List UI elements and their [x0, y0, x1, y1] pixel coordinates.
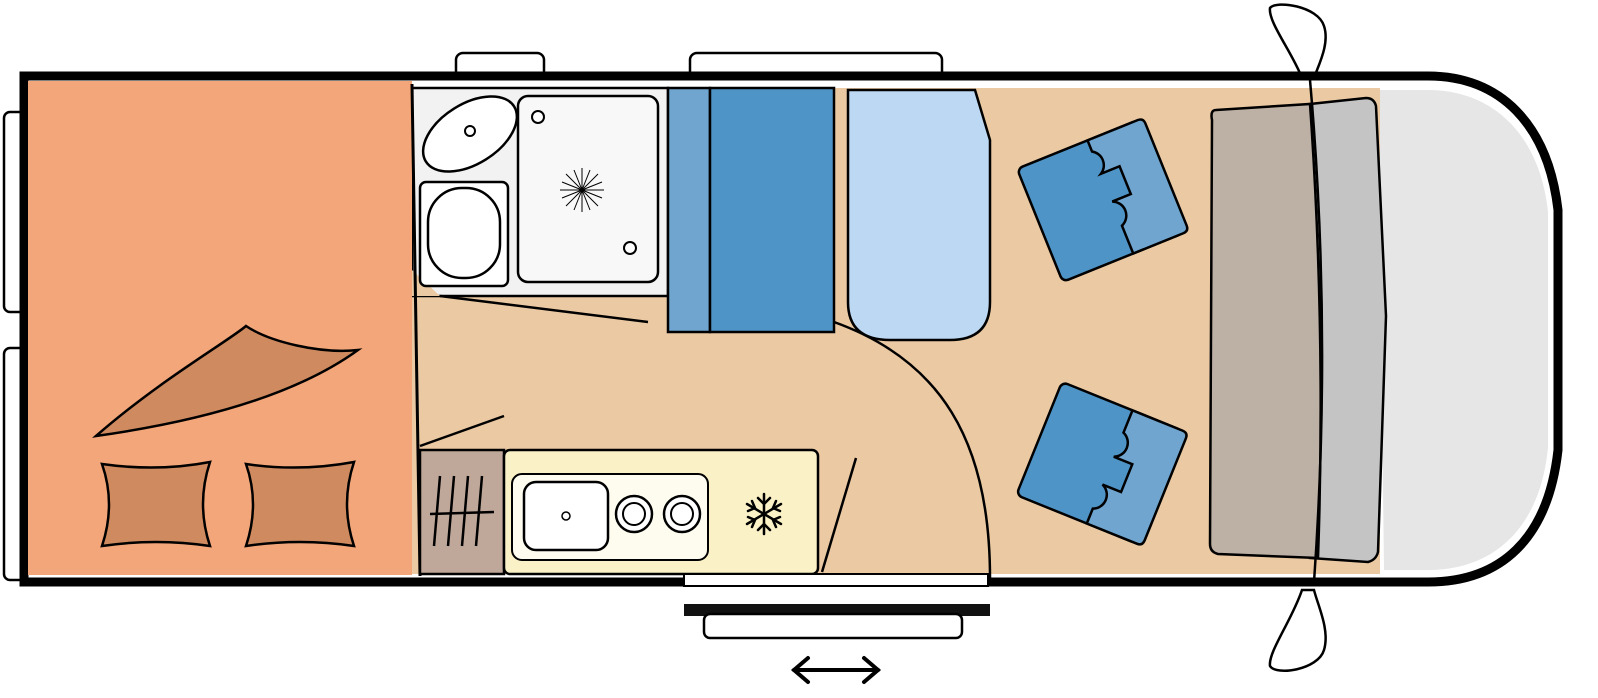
- cab-nose: [1378, 90, 1548, 570]
- kitchen: [418, 414, 858, 576]
- door-opening: [683, 573, 989, 587]
- cab-seats: [1016, 118, 1189, 546]
- pillow-left: [100, 460, 212, 548]
- shower-knob-bottom: [623, 241, 637, 255]
- pillow-right: [244, 460, 356, 548]
- entry-door: [683, 573, 990, 684]
- dashboard-front: [1208, 102, 1322, 560]
- door-step: [702, 612, 964, 640]
- driver-seat-bottom: [1016, 382, 1188, 546]
- sink-drain: [561, 511, 571, 521]
- drain-star-icon: [560, 168, 604, 212]
- dash-line: [1308, 79, 1324, 583]
- bench-seat: [708, 86, 836, 334]
- dashboard-grey: [1308, 96, 1388, 564]
- dinette-table: [846, 88, 992, 342]
- bathroom-door: [439, 294, 649, 324]
- wardrobe-hangers: [429, 475, 495, 547]
- shower-knob-top: [531, 110, 545, 124]
- bathroom: [410, 86, 670, 324]
- bench-backrest: [666, 86, 712, 334]
- bedroom: [28, 81, 422, 577]
- dashboard: [1208, 79, 1388, 583]
- shower-tray: [516, 94, 660, 284]
- entry-door-leaf: [820, 457, 858, 573]
- bedroom-divider: [410, 83, 422, 577]
- toilet-seat: [426, 186, 502, 280]
- passenger-seat-top: [1017, 118, 1189, 282]
- mirror-top: [1268, 3, 1327, 80]
- side-bench: [666, 86, 836, 334]
- burner-left-inner: [622, 502, 646, 526]
- kitchen-door: [419, 414, 505, 448]
- burner-right-inner: [670, 502, 694, 526]
- blanket: [92, 324, 363, 438]
- double-arrow-icon: [790, 656, 882, 684]
- snowflake-icon: [745, 492, 783, 536]
- mirror-bottom: [1268, 588, 1327, 672]
- sink-tap: [464, 125, 476, 137]
- door-swing-arc: [833, 320, 992, 579]
- rear-bed: [28, 81, 412, 575]
